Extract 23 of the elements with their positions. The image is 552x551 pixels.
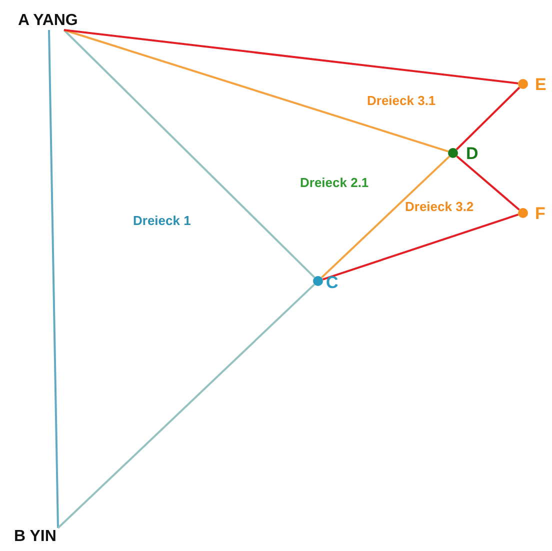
connector-line <box>320 156 450 278</box>
point-label: F <box>535 205 546 223</box>
connector-line <box>456 156 520 210</box>
triangle-label: Dreieck 3.2 <box>405 199 474 214</box>
point-dot <box>448 148 458 158</box>
connector-line <box>322 214 519 280</box>
connector-line <box>63 29 316 278</box>
connector-line <box>48 30 59 528</box>
point-label: C <box>326 274 338 292</box>
triangle-label: Dreieck 3.1 <box>367 93 436 108</box>
point-dot <box>518 208 528 218</box>
point-dot <box>313 276 323 286</box>
connector-line <box>64 29 518 84</box>
connector-line <box>456 86 520 150</box>
point-label: D <box>466 145 478 163</box>
point-dot <box>518 79 528 89</box>
triangle-label: Dreieck 1 <box>133 213 191 228</box>
point-label: E <box>535 76 546 94</box>
connector-line <box>57 284 316 529</box>
point-label: B YIN <box>14 528 56 546</box>
triangle-label: Dreieck 2.1 <box>300 175 369 190</box>
connector-line <box>64 29 449 152</box>
point-label: A YANG <box>18 12 78 30</box>
